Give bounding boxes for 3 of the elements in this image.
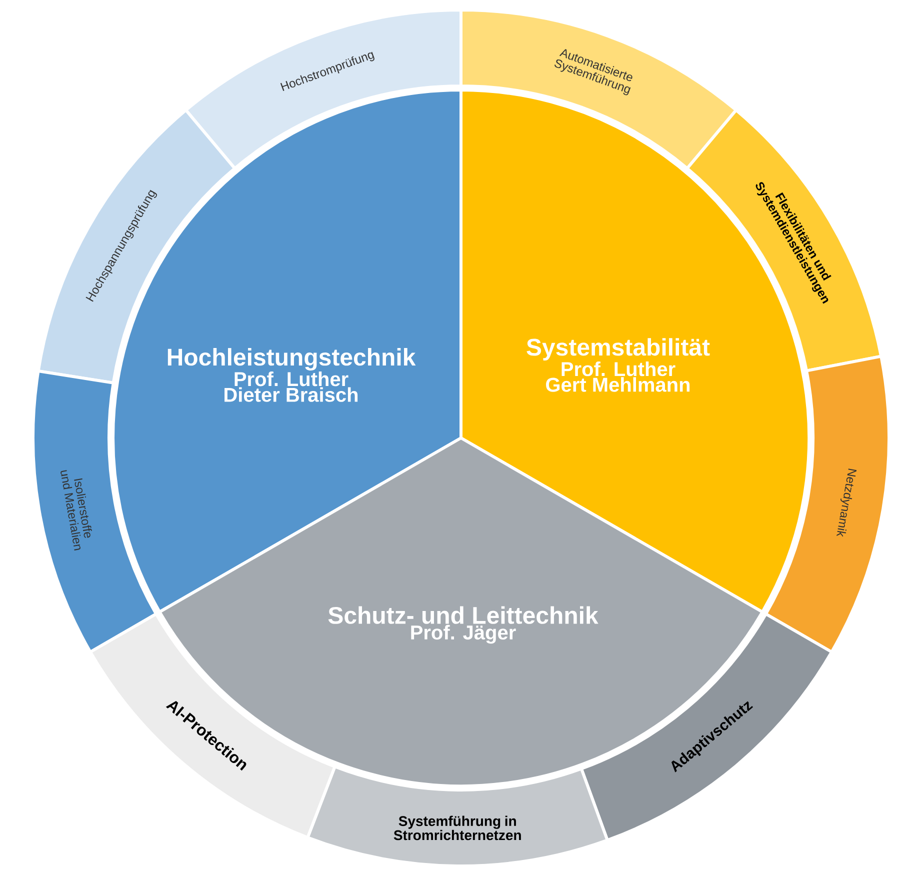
ring-segment: Systemführung in Stromrichternetzen	[306, 765, 609, 868]
ring-segment: Isolierstoffe und Materialien	[32, 370, 158, 654]
ring-segment: Netzdynamik	[764, 354, 890, 654]
